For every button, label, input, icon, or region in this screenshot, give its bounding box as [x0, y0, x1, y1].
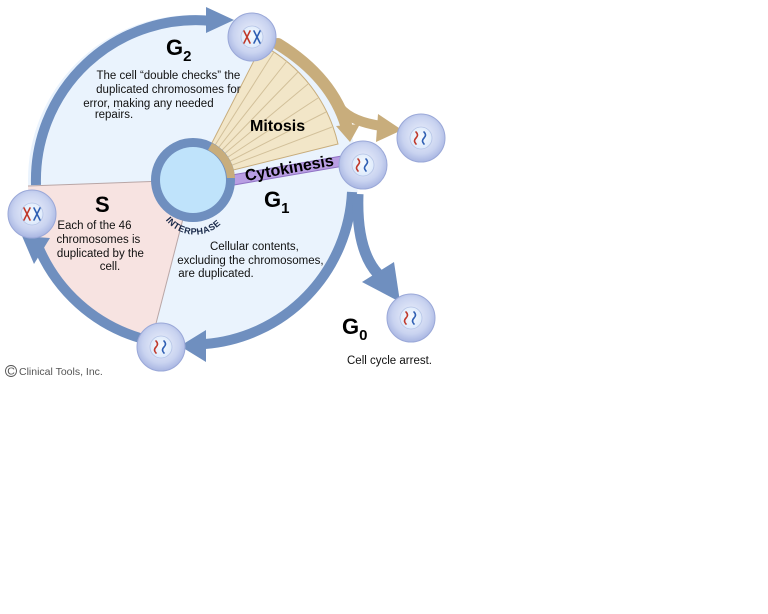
g0-exit-arrow: [352, 193, 383, 278]
g1-description: Cellular contents, excluding the chromos…: [177, 241, 327, 280]
ring-arrow-head-left: [22, 236, 50, 264]
g2-label: G2: [166, 35, 191, 65]
mitosis-arrow-head-down: [336, 124, 360, 142]
g0-exit-arrow-head: [362, 262, 400, 302]
credit-text: Clinical Tools, Inc.: [19, 366, 103, 378]
mitosis-arrow-head-right: [376, 114, 402, 142]
copyright-credit: C Clinical Tools, Inc.: [5, 365, 103, 378]
mitosis-arrow: [272, 38, 387, 134]
copyright-icon: [5, 365, 17, 377]
g1-label: G1: [264, 187, 289, 217]
ring-arrow-head-top: [206, 7, 234, 33]
cycle-ring: [30, 15, 357, 349]
g0-label: G0: [342, 314, 367, 344]
s-label: S: [95, 192, 110, 217]
interphase-ring-tan: [208, 143, 235, 178]
g2-description: The cell “double checks” the duplicated …: [83, 70, 244, 121]
s-description: Each of the 46 chromosomes is duplicated…: [57, 220, 148, 273]
chromosome-icon: [23, 207, 41, 221]
interphase-core: [160, 147, 226, 213]
chromosome-icon: [355, 158, 369, 172]
chromosome-icon: [413, 131, 427, 145]
cell-after-mitosis-1: [396, 113, 446, 163]
ring-arrow-head-bottom: [180, 330, 206, 362]
cell-after-mitosis-2: [338, 140, 388, 190]
cell-g1-bottom: [136, 322, 186, 372]
chromosome-icon: [403, 311, 417, 325]
copyright-symbol: C: [7, 366, 15, 378]
mitosis-label: Mitosis: [250, 118, 305, 135]
chromosome-icon: [243, 30, 261, 44]
cell-s-left: [7, 189, 57, 239]
cell-g2-top: [227, 12, 277, 62]
g0-description: Cell cycle arrest.: [347, 355, 432, 367]
chromosome-icon: [153, 340, 167, 354]
s-phase-region: [28, 180, 193, 339]
cell-g0: [386, 293, 436, 343]
